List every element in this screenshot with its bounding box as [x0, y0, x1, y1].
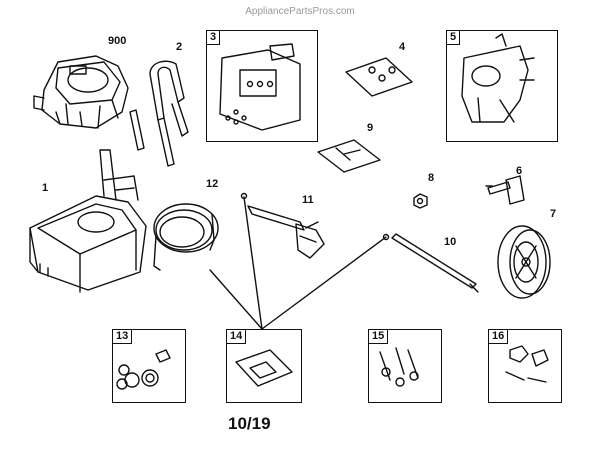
boxed-callout-16: 16	[488, 329, 509, 344]
kit13-washer	[124, 372, 140, 388]
nut-part-8	[413, 193, 428, 209]
kit13-bolt	[155, 349, 171, 363]
panel-knob-3	[266, 80, 274, 88]
kit16-bracket-1	[509, 345, 529, 363]
kit14-slot	[249, 361, 277, 379]
kit15-nut-1	[381, 367, 391, 377]
panel-knob-1	[246, 80, 254, 88]
panel-knob-2	[256, 80, 264, 88]
leader-lines	[209, 196, 387, 330]
boxed-callout-14: 14	[226, 329, 247, 344]
callout-10: 10	[444, 236, 457, 248]
callout-900: 900	[108, 35, 127, 47]
pump-body	[461, 45, 529, 123]
spray-gun-part-11	[240, 192, 325, 259]
callout-1: 1	[42, 182, 49, 194]
kit15-nut-3	[409, 371, 419, 381]
axle-part-6	[485, 175, 525, 205]
panel-screw-1	[225, 115, 231, 121]
hardware-bag-part-9	[317, 139, 381, 173]
kit15-nut-2	[395, 377, 405, 387]
pump-inlet	[471, 65, 501, 87]
panel-screw-3	[241, 115, 247, 121]
boxed-callout-3: 3	[206, 30, 221, 45]
kit13-bearing-outer	[141, 369, 159, 387]
callout-9: 9	[367, 122, 374, 134]
panel-bracket	[269, 43, 295, 61]
panel-screw-2	[233, 119, 239, 125]
boxed-callout-5: 5	[446, 30, 461, 45]
control-panel-outline	[219, 49, 301, 131]
pump-fittings	[477, 33, 535, 123]
boxed-callout-13: 13	[112, 329, 133, 344]
page-number: 10/19	[228, 414, 271, 433]
callout-12: 12	[206, 178, 219, 190]
frame-part-1	[29, 149, 147, 293]
control-panel-face	[239, 69, 277, 97]
wand-part-10	[382, 233, 479, 293]
hardware-bag-part-4	[345, 57, 413, 97]
kit15-bolts	[379, 347, 419, 381]
callout-6: 6	[516, 165, 523, 177]
kit13-nut-1	[118, 364, 130, 376]
callout-11: 11	[302, 194, 314, 206]
handle-part-2	[129, 60, 189, 167]
kit16-bracket-2	[531, 349, 549, 367]
boxed-callout-15: 15	[368, 329, 389, 344]
kit16-pins	[505, 371, 547, 383]
wheel-part-7	[497, 225, 551, 299]
panel-screw-4	[233, 109, 239, 115]
hose-part-12	[153, 203, 219, 271]
kit14-plate	[235, 349, 293, 387]
engine-part-900	[33, 55, 129, 129]
callout-4: 4	[399, 41, 406, 53]
callout-2: 2	[176, 41, 183, 53]
watermark: AppliancePartsPros.com	[245, 6, 355, 17]
callout-7: 7	[550, 208, 557, 220]
kit13-bearing-inner	[145, 373, 155, 383]
box-frame-5	[446, 30, 558, 142]
callout-8: 8	[428, 172, 435, 184]
